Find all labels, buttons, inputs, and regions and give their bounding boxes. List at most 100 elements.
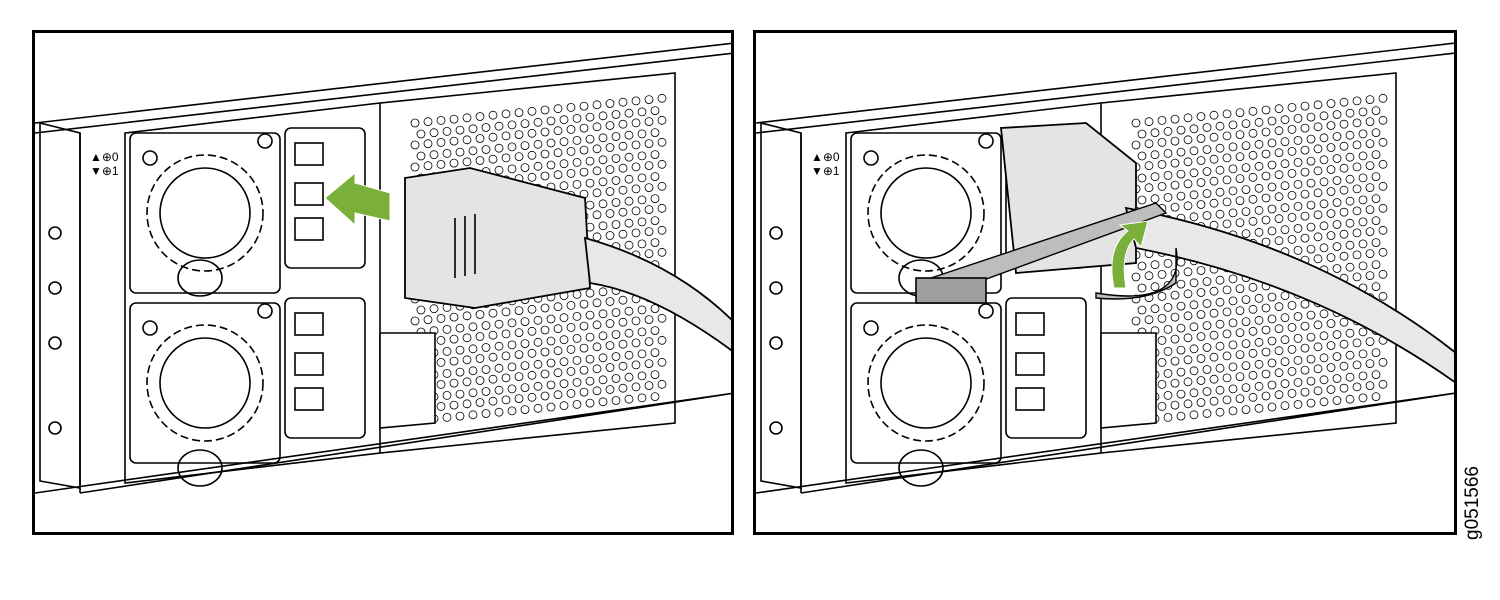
vent-hole: [1202, 321, 1212, 330]
vent-hole: [1222, 131, 1232, 141]
vent-hole: [1228, 340, 1238, 350]
vent-hole: [637, 239, 647, 249]
vent-hole: [1170, 334, 1180, 344]
vent-hole: [1202, 145, 1212, 154]
fan-guard-icon: [146, 324, 264, 442]
vent-hole: [637, 195, 647, 205]
vent-hole: [1293, 399, 1303, 409]
vent-hole: [644, 359, 654, 369]
vent-hole: [592, 188, 602, 198]
vent-hole: [1222, 373, 1232, 383]
vent-hole: [436, 401, 446, 411]
vent-hole: [605, 319, 615, 328]
vent-hole: [1254, 337, 1264, 347]
mount-hole: [769, 281, 783, 295]
vent-hole: [1293, 179, 1303, 189]
vent-hole: [631, 96, 641, 106]
vent-hole: [423, 117, 433, 127]
vent-hole: [657, 225, 667, 235]
vent-hole: [1261, 193, 1271, 203]
vent-hole: [1345, 152, 1355, 162]
vent-hole: [1319, 375, 1329, 385]
vent-hole: [1313, 364, 1323, 374]
vent-hole: [618, 317, 628, 327]
vent-hole: [1183, 311, 1193, 321]
vent-hole: [442, 346, 452, 356]
vent-hole: [553, 104, 563, 114]
vent-hole: [1345, 196, 1355, 206]
vent-hole: [494, 385, 504, 395]
vent-hole: [462, 399, 472, 409]
vent-hole: [468, 146, 478, 156]
chassis-side: [39, 121, 81, 489]
vent-hole: [1163, 368, 1173, 378]
vent-hole: [605, 231, 615, 240]
vent-hole: [1300, 387, 1310, 397]
vent-hole: [1293, 333, 1303, 343]
vent-hole: [566, 366, 576, 376]
mount-hole: [769, 421, 783, 435]
vent-hole: [527, 370, 537, 380]
vent-hole: [455, 345, 465, 355]
vent-hole: [650, 238, 660, 248]
vent-hole: [494, 363, 504, 373]
vent-hole: [1326, 231, 1336, 240]
vent-hole: [1228, 406, 1238, 416]
vent-hole: [1378, 137, 1388, 147]
vent-hole: [579, 387, 589, 397]
vent-hole: [585, 398, 595, 408]
psu-label-bottom: ▼⊕1: [90, 164, 119, 178]
screw-icon: [142, 320, 158, 336]
strap-end: [1095, 247, 1178, 300]
vent-hole: [1228, 384, 1238, 394]
vent-hole: [1319, 221, 1329, 231]
psu-bay: [124, 72, 676, 484]
vent-hole: [1300, 167, 1310, 177]
vent-hole: [559, 159, 569, 169]
vent-hole: [1157, 291, 1167, 301]
vent-hole: [1202, 123, 1212, 132]
vent-hole: [1313, 188, 1323, 198]
vent-hole: [442, 368, 452, 378]
vent-hole: [442, 390, 452, 400]
vent-hole: [1326, 363, 1336, 372]
vent-hole: [1358, 129, 1368, 139]
vent-hole: [559, 401, 569, 411]
vent-hole: [1137, 173, 1147, 183]
vent-hole: [1313, 100, 1323, 110]
vent-hole: [1131, 140, 1141, 150]
vent-hole: [520, 405, 530, 415]
vent-hole: [592, 210, 602, 220]
vent-hole: [572, 399, 582, 409]
vent-hole: [1241, 207, 1251, 217]
vent-hole: [566, 300, 576, 310]
vent-hole: [1228, 208, 1238, 218]
vent-hole: [1319, 177, 1329, 187]
vent-hole: [1267, 116, 1277, 126]
inlet-pin: [294, 312, 324, 336]
vent-hole: [605, 363, 615, 372]
vent-hole: [1183, 157, 1193, 167]
vent-hole: [520, 163, 530, 173]
vent-hole: [1157, 181, 1167, 191]
vent-hole: [1267, 380, 1277, 390]
vent-hole: [553, 368, 563, 378]
vent-hole: [1300, 145, 1310, 155]
vent-hole: [1371, 348, 1381, 358]
vent-hole: [501, 395, 511, 405]
vent-hole: [624, 174, 634, 184]
vent-hole: [1254, 227, 1264, 237]
vent-hole: [1339, 229, 1349, 239]
vent-hole: [475, 332, 485, 341]
vent-hole: [1287, 322, 1297, 332]
vent-hole: [1365, 227, 1375, 237]
vent-hole: [1332, 110, 1342, 119]
vent-hole: [1358, 261, 1368, 271]
curve-arrow-icon: [1111, 220, 1149, 289]
vent-hole: [501, 373, 511, 383]
vent-hole: [1176, 279, 1186, 289]
vent-hole: [1378, 203, 1388, 213]
vent-hole: [631, 316, 641, 326]
vent-hole: [644, 117, 654, 126]
vent-hole: [468, 322, 478, 332]
